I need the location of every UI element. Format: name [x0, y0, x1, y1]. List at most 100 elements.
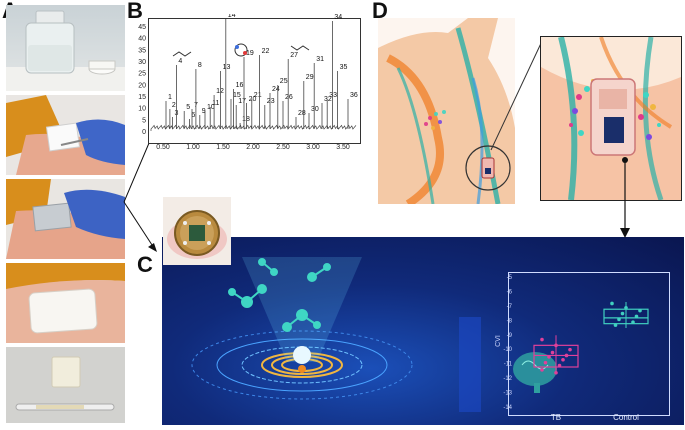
panel-b-label: B [127, 0, 143, 23]
peak-label: 20 [249, 96, 257, 103]
panel-c-label: C [137, 252, 153, 277]
zoomed-patch-drawing [541, 37, 681, 200]
sensor-chip-photo [163, 197, 231, 265]
peak-label: 26 [285, 94, 293, 101]
data-point [638, 308, 642, 313]
peak-label: 18 [242, 116, 250, 123]
y-tick-label: 5 [142, 117, 146, 124]
x-tick-label: 2.50 [276, 144, 290, 151]
peak-label: 12 [216, 88, 224, 95]
data-point [624, 305, 628, 310]
chip-illustration [167, 210, 227, 259]
x-category-label: Control [613, 413, 639, 422]
y-tick-label: -13 [503, 391, 512, 397]
y-tick-label: -5 [507, 275, 513, 281]
peak-label: 13 [223, 64, 231, 71]
y-tick-label: 45 [138, 24, 146, 31]
peak-label: 33 [329, 92, 337, 99]
data-point [561, 357, 565, 362]
peak-label: 24 [272, 86, 280, 93]
data-point [613, 323, 618, 327]
y-tick-label: 25 [138, 71, 146, 78]
data-point [568, 347, 572, 352]
x-tick-label: 3.00 [306, 144, 320, 151]
y-tick-label: -14 [503, 405, 512, 411]
peak-label: 14 [228, 14, 236, 19]
peak-label: 32 [324, 96, 332, 103]
x-tick-label: 0.50 [156, 144, 170, 151]
peak-label: 31 [316, 56, 324, 63]
jar-illustration [6, 10, 125, 91]
y-tick-label: -11 [504, 362, 513, 368]
jar-photo [6, 5, 125, 91]
y-tick-label: 30 [138, 59, 146, 66]
y-tick-label: -7 [507, 304, 513, 310]
arm-patch-photo [6, 95, 125, 175]
boxplot-frame [508, 272, 670, 416]
data-point [547, 355, 551, 359]
sensing-scene [162, 237, 684, 425]
peak-label: 29 [306, 74, 314, 81]
peak-label: 36 [350, 92, 358, 99]
y-tick-label: 15 [138, 94, 146, 101]
y-tick-label: -12 [503, 376, 512, 382]
peak-label: 25 [280, 78, 288, 85]
y-axis-label: CVI [495, 335, 502, 347]
peak-label: 6 [191, 112, 195, 119]
data-point [557, 363, 562, 368]
torso-drawing [378, 18, 515, 204]
molecule-atom [243, 51, 247, 55]
peak-label: 28 [298, 110, 306, 117]
bandage-photo [6, 263, 125, 343]
data-point [620, 311, 625, 316]
y-tick-label: -8 [507, 318, 513, 324]
foil-illustration [6, 179, 125, 259]
y-tick-label: 40 [138, 36, 146, 43]
data-point [634, 314, 639, 319]
peak-label: 27 [290, 52, 298, 59]
peak-label: 5 [186, 104, 190, 111]
data-point [540, 337, 544, 342]
peak-label: 9 [202, 108, 206, 115]
data-point [617, 317, 621, 322]
peak-label: 23 [267, 98, 275, 105]
peak-label: 30 [311, 106, 319, 113]
x-category-label: TB [551, 413, 561, 422]
pouch-illustration [15, 356, 115, 411]
x-tick-label: 1.50 [216, 144, 230, 151]
peak-label: 34 [334, 14, 342, 21]
y-tick-label: -9 [507, 333, 513, 339]
d-to-c-arrow [620, 157, 630, 238]
scene-illustration [191, 257, 557, 412]
data-point [540, 368, 544, 372]
y-tick-label: -6 [507, 289, 513, 295]
zoomed-patch-view [540, 36, 682, 201]
peak-label: 21 [254, 92, 262, 99]
peak-label: 8 [198, 62, 202, 69]
chromatogram-trace [150, 124, 357, 131]
peak-label: 2 [172, 102, 176, 109]
y-tick-label: 20 [138, 82, 146, 89]
peak-label: 11 [212, 100, 219, 107]
sensor-chip-zoomed [604, 117, 624, 143]
y-tick-label: 0 [142, 129, 146, 136]
peak-label: 15 [233, 92, 241, 99]
y-tick-label: -10 [503, 347, 512, 353]
y-tick-label: 35 [138, 47, 146, 54]
panel-d-label: D [372, 0, 388, 23]
peak-label: 10 [207, 104, 215, 111]
peak-label: 4 [178, 58, 182, 65]
molecule-structure [290, 45, 310, 51]
molecule-atom [235, 45, 239, 49]
x-tick-label: 3.50 [336, 144, 350, 151]
data-column [459, 317, 481, 412]
peak-label: 22 [262, 48, 270, 55]
data-point [554, 370, 558, 375]
peak-label: 17 [238, 98, 246, 105]
data-point [554, 343, 558, 348]
sorbent-pouch-photo [6, 347, 125, 423]
peak-label: 35 [340, 64, 348, 71]
zoom-lines [490, 38, 544, 151]
x-tick-label: 2.00 [246, 144, 260, 151]
